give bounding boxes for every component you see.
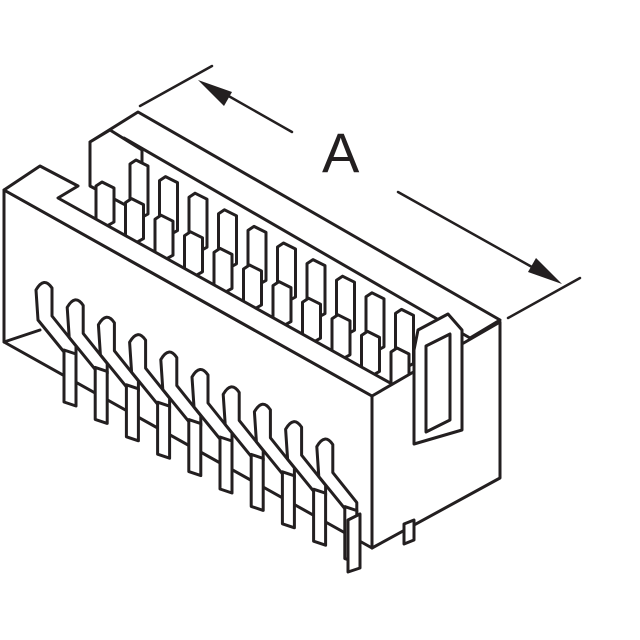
pin-tail — [249, 452, 265, 512]
pin-tail — [280, 470, 296, 530]
pin-tail — [218, 435, 234, 495]
pin-tail — [93, 365, 109, 425]
dimension-label: A — [322, 121, 360, 184]
lower-pin — [190, 368, 234, 495]
extension-line-left — [138, 64, 214, 108]
pin-tail — [156, 400, 172, 460]
lower-pin — [284, 420, 328, 547]
upper-pin — [242, 241, 297, 317]
dimension-line-right — [396, 190, 550, 278]
lower-pin-row — [34, 281, 359, 565]
lower-pin — [65, 298, 109, 425]
pin-tail — [187, 418, 203, 478]
dimension-line-left — [216, 88, 294, 134]
lower-pin — [128, 333, 172, 460]
dimension-a: A — [138, 64, 582, 320]
right-latch-inner — [424, 332, 452, 434]
lower-pin — [34, 281, 78, 408]
lower-pin — [221, 385, 265, 512]
arrowhead-left — [198, 80, 232, 106]
housing-bottom-edge — [2, 328, 42, 344]
lower-pin — [252, 402, 296, 530]
pin-tail — [62, 348, 78, 408]
rear-tails — [346, 512, 416, 574]
lower-pin — [96, 315, 140, 443]
lower-pin — [159, 350, 203, 478]
pin-tail — [312, 487, 328, 547]
arrowhead-right — [528, 258, 562, 284]
rear-tail-2 — [402, 518, 416, 546]
extension-line-right — [506, 276, 582, 320]
pin-tail — [124, 383, 140, 443]
rear-tail-1 — [346, 512, 362, 574]
